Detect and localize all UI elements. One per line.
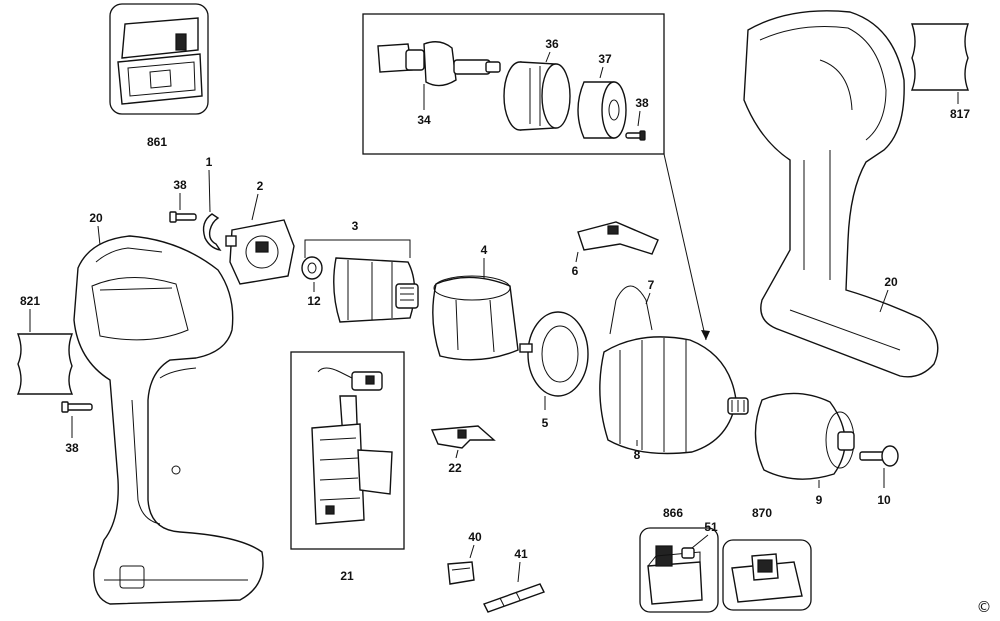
callout-817: 817 [950, 107, 970, 121]
leader-6 [575, 251, 579, 263]
callout-37: 37 [598, 52, 612, 66]
callout-866: 866 [663, 506, 683, 520]
part-3-motor [333, 257, 419, 323]
callout-box-866 [639, 527, 719, 613]
part-821-label [16, 333, 74, 395]
callout-38-lower: 38 [65, 441, 79, 455]
part-9-chuck [754, 392, 855, 480]
callout-40: 40 [468, 530, 482, 544]
part-38-screw-upper [169, 211, 197, 223]
leader-37 [599, 66, 604, 79]
part-20-housing-right [743, 10, 939, 378]
callout-7: 7 [648, 278, 655, 292]
callout-box-861 [109, 3, 209, 115]
part-20-housing-left [73, 235, 264, 605]
callout-box-870 [722, 539, 812, 611]
part-12-bearing [301, 256, 323, 280]
callout-41: 41 [514, 547, 528, 561]
part-7-wire-spring [609, 285, 653, 335]
part-34-anvil [377, 41, 501, 87]
leader-38-inset [637, 110, 641, 127]
callout-861: 861 [147, 135, 167, 149]
callout-20-left: 20 [89, 211, 103, 225]
callout-6: 6 [572, 264, 579, 278]
part-40-clip [447, 561, 475, 585]
part-861-carry-case [109, 3, 209, 115]
part-866-battery [647, 545, 703, 605]
callout-4: 4 [481, 243, 488, 257]
leader-41 [517, 561, 521, 583]
leader-20-left [97, 225, 101, 246]
arrow-inset-to-8 [663, 153, 707, 341]
leader-1 [208, 169, 211, 213]
callout-2: 2 [257, 179, 264, 193]
callout-9: 9 [816, 493, 823, 507]
leader-36 [545, 51, 551, 63]
callout-20-right: 20 [884, 275, 898, 289]
part-38-screw-inset [625, 130, 646, 141]
part-5-ring-gear [519, 311, 589, 397]
leader-40 [469, 544, 475, 559]
part-2-brush-plate [225, 219, 295, 285]
callout-5: 5 [542, 416, 549, 430]
leader-51 [691, 534, 709, 549]
inset-box-anvil-assembly [362, 13, 665, 155]
callout-box-21 [290, 351, 405, 550]
part-22-lever [430, 425, 496, 449]
part-37-bearing-housing [577, 81, 627, 139]
callout-12: 12 [307, 294, 321, 308]
part-38-screw-lower [61, 401, 93, 413]
callout-8: 8 [634, 448, 641, 462]
part-6-clip [577, 221, 659, 255]
arrowhead-inset-to-8 [701, 330, 710, 340]
part-36-needle-bearing [503, 61, 571, 131]
leader-20-right [879, 289, 889, 313]
bracket-3 [304, 239, 411, 258]
callout-821: 821 [20, 294, 40, 308]
part-10-chuck-screw [859, 445, 899, 467]
callout-1: 1 [206, 155, 213, 169]
callout-10: 10 [877, 493, 891, 507]
copyright-symbol: © [977, 598, 992, 616]
part-817-label [910, 23, 970, 91]
part-51-cap [681, 547, 695, 559]
callout-38-upper: 38 [173, 178, 187, 192]
leader-2 [251, 193, 259, 221]
part-1-circlip [202, 213, 222, 252]
part-41-bit [483, 583, 545, 613]
part-4-sleeve [432, 275, 519, 361]
callout-870: 870 [752, 506, 772, 520]
callout-36: 36 [545, 37, 559, 51]
callout-3: 3 [352, 219, 359, 233]
callout-22: 22 [448, 461, 462, 475]
part-870-charger [731, 553, 803, 603]
callout-34: 34 [417, 113, 431, 127]
callout-38-inset: 38 [635, 96, 649, 110]
part-21-switch [311, 367, 393, 525]
callout-21: 21 [340, 569, 354, 583]
leader-22 [455, 449, 459, 459]
part-8-gear-case [599, 336, 749, 455]
